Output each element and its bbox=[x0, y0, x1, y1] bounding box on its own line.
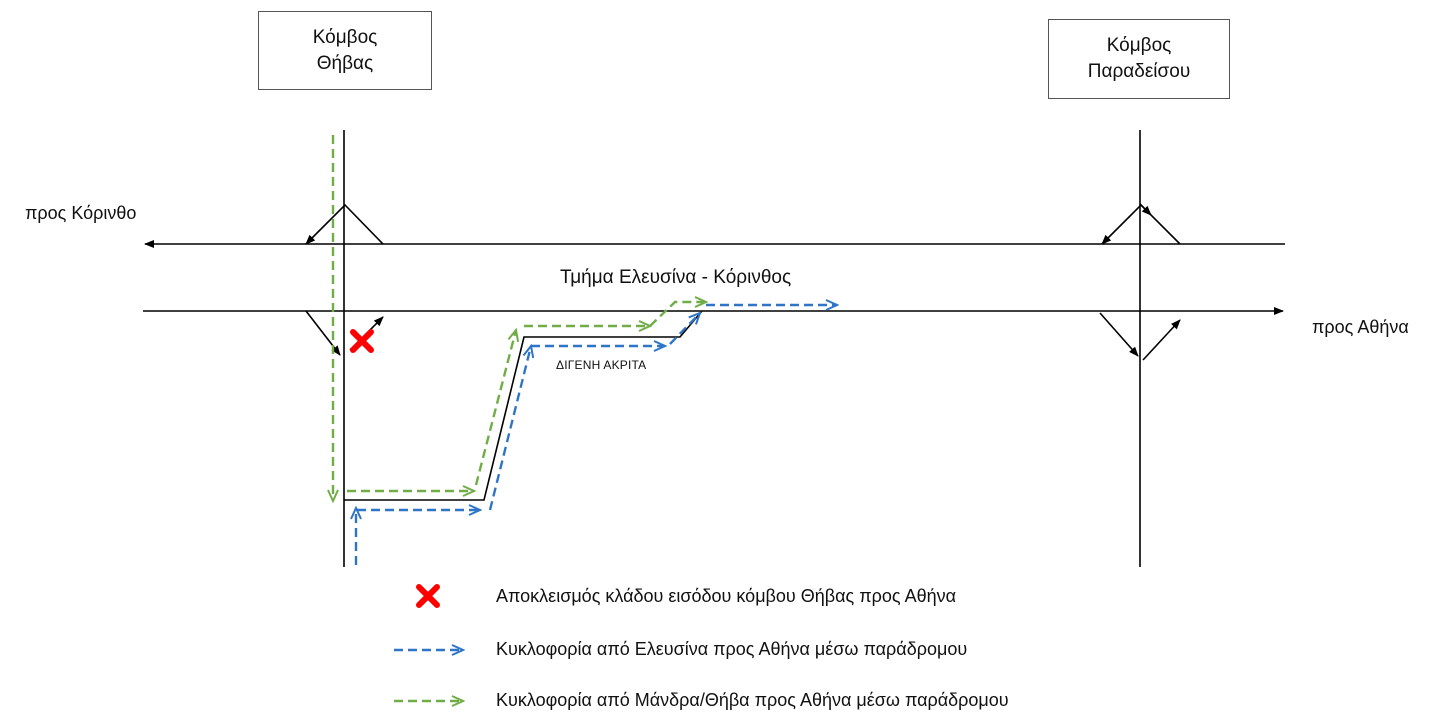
legend-closure-icon bbox=[416, 584, 440, 608]
closure-x-icon bbox=[350, 329, 374, 353]
direction-athina-label: προς Αθήνα bbox=[1312, 317, 1409, 337]
direction-korinthos-label: προς Κόρινθο bbox=[25, 203, 137, 223]
node-paradeisos-box: Κόμβος Παραδείσου bbox=[1048, 19, 1230, 99]
street-label: ΔΙΓΕΝΗ ΑΚΡΙΤΑ bbox=[556, 358, 647, 372]
node-thiva-label: Κόμβος Θήβας bbox=[312, 26, 378, 74]
legend-green-route-text: Κυκλοφορία από Μάνδρα/Θήβα προς Αθήνα μέ… bbox=[496, 690, 1009, 710]
segment-label: Τμήμα Ελευσίνα - Κόρινθος bbox=[560, 267, 792, 288]
green-route bbox=[333, 135, 706, 501]
blue-route bbox=[356, 305, 837, 565]
node-paradeisos-label: Κόμβος Παραδείσου bbox=[1087, 35, 1191, 82]
paradeisos-ramps bbox=[1099, 203, 1181, 361]
node-thiva-box: Κόμβος Θήβας bbox=[258, 11, 432, 90]
legend-blue-route-text: Κυκλοφορία από Ελευσίνα προς Αθήνα μέσω … bbox=[496, 639, 968, 659]
service-road bbox=[344, 310, 703, 501]
legend-closure-text: Αποκλεισμός κλάδου εισόδου κόμβου Θήβας … bbox=[496, 586, 957, 606]
